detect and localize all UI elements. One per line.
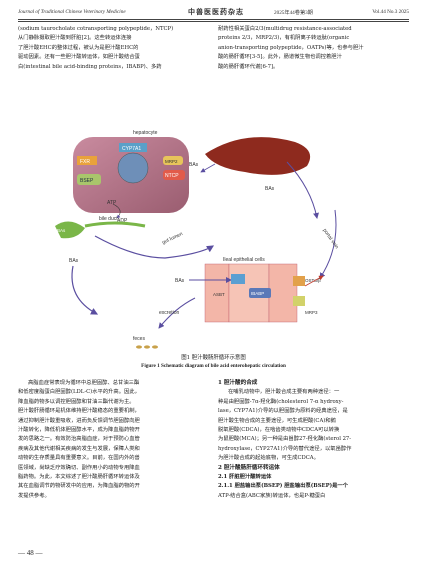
text-line: 脱氧胆酸(CDCA)，在啮齿类动物中CDCA可以转换 bbox=[218, 427, 340, 434]
text-line: lase，CYP7A1)介导的以胆固醇为原料的经典途径，是 bbox=[218, 408, 348, 415]
nucleus bbox=[117, 152, 149, 184]
section-heading-1: 1 胆汁酸的合成 bbox=[218, 380, 258, 386]
figure-caption-en: Figure 1 Schematic diagram of bile acid … bbox=[141, 363, 286, 369]
atp-label: ATP bbox=[107, 200, 117, 206]
ibabp-label: IBABP bbox=[251, 291, 264, 296]
text-line: anion-transporting polypeptide，OATPs)等，也… bbox=[218, 44, 364, 51]
subsection-heading-2-1-1: 2.1.1 胆盐输出泵(BSEP) 胆盐输出泵(BSEP)是一个 bbox=[218, 483, 348, 490]
ost-label: OSTα/β bbox=[305, 278, 321, 283]
ileal-cells-label: Ileal epithelial cells bbox=[223, 257, 265, 263]
bas-portal-label: BAs bbox=[265, 186, 275, 192]
text-line: 胆汁酸肝肠循环是机体维持胆汁酸稳态的重要机制， bbox=[18, 408, 140, 415]
asbt-label: ASBT bbox=[213, 292, 225, 297]
text-line: 驱动因素。还有一些胆汁酸转运体，如胆汁酸结合蛋 bbox=[18, 54, 140, 61]
text-line: 耐药性相关蛋白2/3(multidrug resistance-associat… bbox=[218, 26, 352, 32]
issue-en: Vol.44 No.3 2025 bbox=[372, 9, 409, 15]
bile-duct bbox=[84, 221, 146, 228]
liver-organ bbox=[205, 137, 311, 175]
page-number: — 48 — bbox=[18, 549, 43, 557]
right-column-top: 耐药性相关蛋白2/3(multidrug resistance-associat… bbox=[218, 25, 409, 72]
ileal-cell-3 bbox=[268, 263, 298, 323]
issue-cn: 2025年44卷第3期 bbox=[274, 10, 313, 16]
mrp3-label: MRP3 bbox=[305, 310, 318, 315]
text-line: ATP-结合盒(ABC家族)转运体，也是P-糖蛋白 bbox=[218, 492, 326, 499]
right-column-bottom: 1 胆汁酸的合成 在哺乳动物中，胆汁酸合成主要有两种途径：一 种是由胆固醇-7α… bbox=[218, 379, 409, 501]
gut-lumen-arrow bbox=[94, 235, 215, 259]
mrp-transporter bbox=[163, 156, 183, 165]
text-line: 其在血脂调节药物研发中的应用，为降血脂药物的开 bbox=[18, 483, 140, 490]
text-line: 为胆汁酸合成的起始底物，可生成CDCA。 bbox=[218, 455, 319, 462]
text-line: 疾病及其他代谢相关疾病的发生与发展，保障人类和 bbox=[18, 445, 140, 452]
bas-liver-label: BAs bbox=[189, 162, 199, 168]
bas-ileum-label: BAs bbox=[175, 278, 185, 284]
bas-uptake-arrow bbox=[200, 163, 216, 173]
journal-name-en: Journal of Traditional Chinese Veterinar… bbox=[18, 9, 126, 15]
mrp3-transporter bbox=[293, 296, 305, 306]
text-line: 降血脂药物多以调控胆固醇和甘油三酯代谢为主。 bbox=[18, 398, 135, 405]
text-line: 在哺乳动物中，胆汁酸合成主要有两种途径：一 bbox=[228, 389, 340, 396]
text-line: 医领域，尚缺乏疗效确切、副作用小的动物专用降血 bbox=[18, 464, 140, 471]
figure-caption-cn: 图1 胆汁酸肠肝循环示意图 bbox=[181, 355, 246, 361]
text-line: 从门静脉摄取胆汁酸到肝脏[2]。这些转运体连接 bbox=[18, 35, 132, 42]
efflux-arrow bbox=[304, 275, 324, 287]
ntcp-label: NTCP bbox=[165, 173, 179, 179]
liver-arrow bbox=[286, 161, 319, 219]
bas-to-ileum-arrow bbox=[71, 265, 99, 315]
text-line: 发的思路之一。有效防治高脂血症，对于预防心血管 bbox=[18, 436, 140, 443]
atp-arrow bbox=[112, 203, 121, 219]
gallbladder bbox=[55, 221, 85, 239]
left-column-bottom: 高脂血症常表现为循环中总胆固醇、总甘油三酯 和低密度脂蛋白胆固醇(LDL-C)水… bbox=[18, 379, 209, 501]
header-rule bbox=[18, 19, 409, 20]
bas-gut-label: BAs bbox=[69, 258, 79, 264]
excretion-label: excretion bbox=[159, 310, 180, 316]
running-header: Journal of Traditional Chinese Veterinar… bbox=[18, 6, 409, 18]
feces-icon bbox=[136, 345, 158, 349]
ntcp-transporter bbox=[163, 170, 185, 180]
text-line: 发提供参考。 bbox=[18, 492, 50, 499]
ost-transporter bbox=[293, 276, 305, 286]
text-line: 酸的肠肝循环代谢[6-7]。 bbox=[218, 63, 279, 70]
feces-label: feces bbox=[133, 336, 145, 342]
ibabp-protein bbox=[249, 288, 271, 298]
gut-lumen-label: gut lumen bbox=[161, 231, 184, 246]
text-line: 动物的生存质量具有重要意义。目前，在国内外的兽 bbox=[18, 455, 140, 462]
cyp7a1-box bbox=[119, 143, 147, 152]
mrp-label: MRP2 bbox=[165, 159, 178, 164]
left-column-top: (sodium taurocholate cotransporting poly… bbox=[18, 25, 209, 72]
fxr-label: FXR bbox=[80, 159, 90, 165]
text-line: hydroxylase，CYP27A1)介导的替代途径，以氧甾醇作 bbox=[218, 445, 352, 452]
text-line: 脂药物。为此，本文综述了胆汁酸肠肝循环转运体及 bbox=[18, 474, 140, 481]
adp-label: ADP bbox=[117, 218, 128, 224]
text-line: 为鼠胆酸(MCA)；另一种是由甾醇27-羟化酶(sterol 27- bbox=[218, 436, 352, 443]
fxr-box bbox=[77, 156, 97, 165]
text-line: 通过抑制胆汁酸重吸收，进而负反馈调节胆固醇向胆 bbox=[18, 417, 140, 424]
subsection-heading-2-1: 2.1 肝脏胆汁酸转运体 bbox=[218, 474, 272, 481]
text-line: 汁酸转化，降低机体胆固醇水平，成为降血脂药物开 bbox=[18, 427, 140, 434]
bile-duct-label: bile duct bbox=[99, 216, 118, 222]
journal-name-cn: 中兽医医药杂志 bbox=[188, 8, 244, 16]
text-line: proteins 2/3，MRP2/3)，有机阴离子转运肽(organic bbox=[218, 35, 350, 42]
cyp7a1-label: CYP7A1 bbox=[122, 146, 141, 152]
section-heading-2: 2 胆汁酸肠肝循环转运体 bbox=[218, 464, 280, 471]
bsep-transporter bbox=[77, 174, 101, 185]
asbt-transporter bbox=[231, 274, 245, 284]
header-rule-thin bbox=[18, 21, 409, 22]
text-line: 白(intestinal bile acid-binding proteins，… bbox=[18, 63, 162, 70]
text-line: 了胆汁酸EHC的整体过程，被认为是胆汁酸EHC的 bbox=[18, 44, 139, 51]
portal-vein-label: portal vein bbox=[321, 228, 339, 251]
excretion-arrow bbox=[158, 297, 196, 329]
text-line: 胆汁酸生物合成的主要途径，可生成胆酸(CA)和鹅 bbox=[218, 417, 336, 424]
enterohepatic-circulation-figure: hepatocyte CYP7A1 FXR BSEP NTCP MRP2 BAs… bbox=[55, 128, 355, 350]
text-line: 种是由胆固醇-7α-羟化酶(cholesterol 7-α hydroxy- bbox=[218, 398, 344, 405]
figure-diagram: hepatocyte CYP7A1 FXR BSEP NTCP MRP2 BAs… bbox=[55, 130, 340, 349]
bsep-label: BSEP bbox=[80, 178, 94, 184]
hepatocyte-label: hepatocyte bbox=[133, 130, 158, 136]
text-line: 酸的肠肝循环[3-5]。此外，肠道微生物也调控着胆汁 bbox=[218, 54, 342, 61]
ileal-cell-1 bbox=[204, 263, 230, 323]
text-line: 高脂血症常表现为循环中总胆固醇、总甘油三酯 bbox=[28, 380, 140, 386]
portal-vein-arrow bbox=[319, 209, 337, 279]
text-line: 和低密度脂蛋白胆固醇(LDL-C)水平的升高。因此， bbox=[18, 389, 140, 396]
bas-gallbladder-label: BAs bbox=[57, 228, 66, 233]
text-line: (sodium taurocholate cotransporting poly… bbox=[18, 26, 174, 32]
